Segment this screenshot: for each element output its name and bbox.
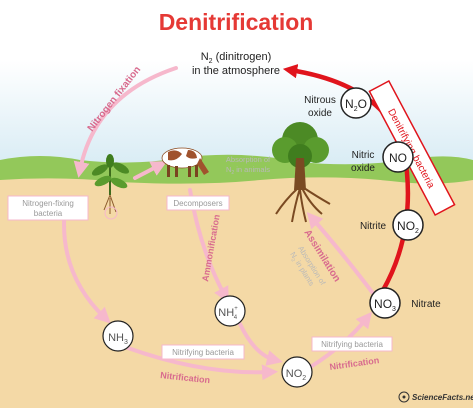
svg-text:Decomposers: Decomposers [173,199,222,208]
n2o-name-line2: oxide [308,108,332,119]
svg-text:Nitrifying bacteria: Nitrifying bacteria [321,340,383,349]
n2o-name-line1: Nitrous [304,95,336,106]
page-title: Denitrification [159,9,314,35]
svg-text:NO2: NO2 [286,368,307,382]
plant-icon [91,154,130,220]
svg-text:N2O: N2O [345,97,367,113]
no-name-line2: oxide [351,163,375,174]
atmosphere-label-line2: in the atmosphere [192,65,280,77]
no-name-line1: Nitric [352,150,375,161]
grass-strip [0,154,473,185]
sciencefacts-logo-icon [398,391,410,403]
nitrifying-bacteria-box-1: Nitrifying bacteria [161,344,245,360]
branding-label: ScienceFacts.net [412,393,473,402]
absorption-animals-line2: N2 in animals [226,165,270,176]
atmosphere-label-line1: N2 (dinitrogen) [201,51,272,65]
svg-text:Nitrogen-fixing: Nitrogen-fixing [22,199,74,208]
compound-nh3: NH3 [102,320,134,352]
nitrogen-fixing-bacteria-box: Nitrogen-fixing bacteria [7,195,89,221]
compound-nh4: NH+4 [214,295,246,327]
tree-icon [272,122,331,223]
decomposers-box: Decomposers [166,195,230,211]
svg-text:NO2: NO2 [397,219,419,235]
arrow-assimilation [306,211,374,294]
cow-icon [161,147,209,177]
compound-n2o: N2O [340,87,372,119]
arrow-plant-to-animal [133,161,168,180]
no2-name: Nitrite [360,221,387,232]
no3-name: Nitrate [411,299,441,310]
nitrifying-bacteria-box-2: Nitrifying bacteria [311,336,393,352]
svg-text:NO3: NO3 [374,297,396,313]
absorption-animals-line1: Absorption of [226,155,271,164]
compound-no2-right: NO2 [392,209,424,241]
svg-text:NH+4: NH+4 [218,306,238,321]
compound-no2-bottom: NO2 [281,356,313,388]
svg-text:NO: NO [389,151,407,165]
svg-text:bacteria: bacteria [34,209,63,218]
compound-no: NO [382,141,414,173]
svg-text:Nitrifying bacteria: Nitrifying bacteria [172,348,234,357]
arrow-nitrogen-fixation [73,66,178,178]
compound-no3: NO3 [369,287,401,319]
arrow-nitrification-1 [118,343,278,381]
arrow-nh4-to-no2 [238,322,283,366]
svg-text:NH3: NH3 [108,332,128,346]
